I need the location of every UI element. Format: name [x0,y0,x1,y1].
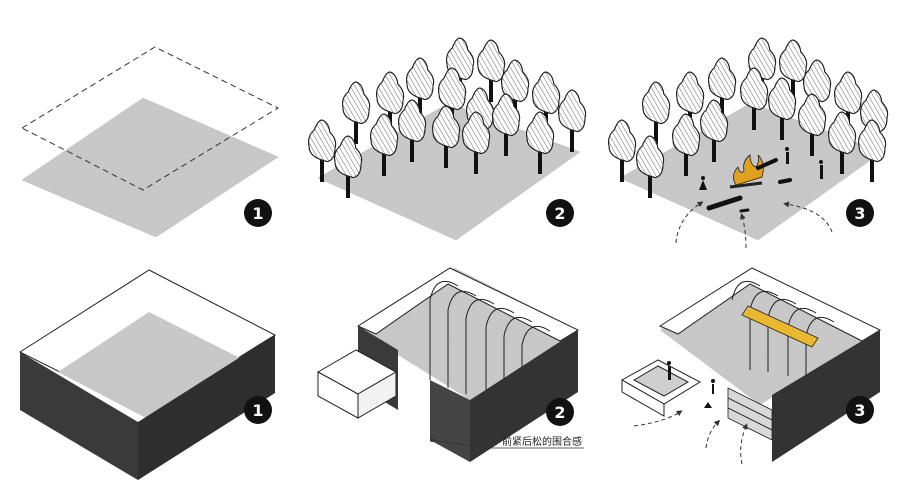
small-white-block [316,349,398,419]
entry-arrows [675,201,833,249]
tree [334,135,363,198]
panel-site-plate: 1 [20,46,280,238]
roof-white [356,267,580,342]
panel-enclosure-box: 1 [18,269,277,480]
wall-right-dark [772,330,880,462]
campfire [729,154,764,189]
panel-forest: 2 [308,37,587,241]
annotation-leader [431,439,489,449]
tree [672,113,701,176]
tree [526,111,555,174]
wall-front-left [20,352,138,480]
stairs [727,387,773,441]
arched-roof [429,280,551,400]
tree [376,71,405,134]
tree [768,77,797,140]
logs [706,158,792,213]
tree [370,113,399,176]
step-badge-1-top: 1 [244,199,272,227]
tree [828,111,857,174]
tree [462,111,491,174]
low-planter [620,359,702,417]
people-figures [699,147,823,190]
entry-arrows [633,410,748,465]
step-number: 1 [252,204,263,223]
tree [492,93,521,156]
step-number: 3 [854,401,865,420]
tree-group [608,37,889,198]
tree [501,59,530,122]
annotation-label: 前紧后松的围合感 [502,435,582,448]
tree [858,119,887,182]
tree [406,57,435,120]
tree [477,39,506,102]
tree [398,99,427,162]
tree [532,71,561,134]
tree [432,105,461,168]
tree [608,119,637,182]
panel-final-building: 3 [620,267,882,465]
step-badge-1-bottom: 1 [244,396,272,424]
tree-group [308,37,587,198]
wall-front-right [138,335,275,480]
tree [558,89,587,152]
step-number: 2 [554,204,565,223]
tree [308,119,337,182]
step-number: 3 [854,204,865,223]
tree [860,89,889,152]
step-badge-2-bottom: 2 [546,398,574,426]
wall-right-dark [470,330,578,462]
dashed-boundary [20,46,280,191]
tree [342,81,371,144]
step-badge-3-bottom: 3 [846,396,874,424]
tree [740,67,769,130]
tree [798,93,827,156]
step-number: 1 [252,401,263,420]
tree [779,39,808,102]
floor-plate [58,312,240,418]
tree [834,71,863,134]
step-badge-3-top: 3 [846,199,874,227]
ground-plate [21,97,279,238]
panel-forest-clearing: 3 [608,37,889,249]
people-figures [667,361,715,408]
step-badge-2-top: 2 [546,199,574,227]
step-number: 2 [554,403,565,422]
yellow-beam [741,305,819,348]
tree [708,57,737,120]
tree [642,81,671,144]
panel-courtyard-building: 前紧后松的围合感 2 [316,267,584,462]
tree [636,135,665,198]
tree [700,99,729,162]
